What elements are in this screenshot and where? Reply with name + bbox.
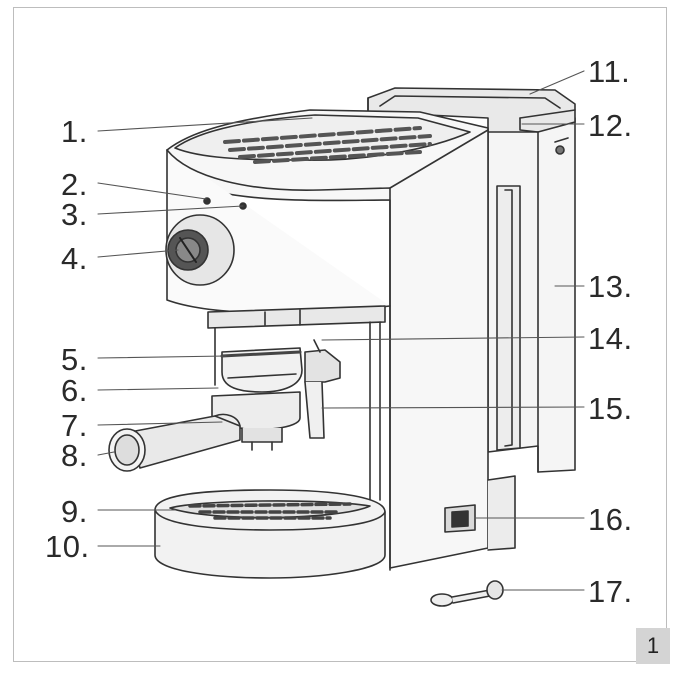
brew-head [207, 305, 386, 501]
callout-17: 17. [588, 574, 633, 609]
callout-10: 10. [45, 529, 90, 564]
callout-2: 2. [61, 167, 88, 202]
callout-14: 14. [588, 321, 633, 356]
machine-body [165, 109, 489, 571]
callout-6: 6. [61, 373, 88, 408]
figure-number-badge: 1 [636, 628, 670, 664]
measuring-spoon [430, 580, 504, 607]
callout-5: 5. [61, 342, 88, 377]
callout-4: 4. [61, 241, 88, 276]
portafilter [211, 347, 303, 451]
power-switch [444, 475, 516, 551]
callout-15: 15. [588, 391, 633, 426]
callout-13: 13. [588, 269, 633, 304]
callout-16: 16. [588, 502, 633, 537]
callout-9: 9. [61, 494, 88, 529]
water-tank [487, 117, 576, 473]
callout-3: 3. [61, 197, 88, 232]
callout-1: 1. [61, 114, 88, 149]
steam-wand [304, 339, 341, 439]
callout-7: 7. [61, 408, 88, 443]
leader-lines [97, 70, 585, 591]
callout-8: 8. [61, 438, 88, 473]
portafilter-handle [108, 413, 241, 472]
callout-12: 12. [588, 108, 633, 143]
drip-tray [154, 489, 386, 579]
callout-11: 11. [588, 54, 631, 89]
